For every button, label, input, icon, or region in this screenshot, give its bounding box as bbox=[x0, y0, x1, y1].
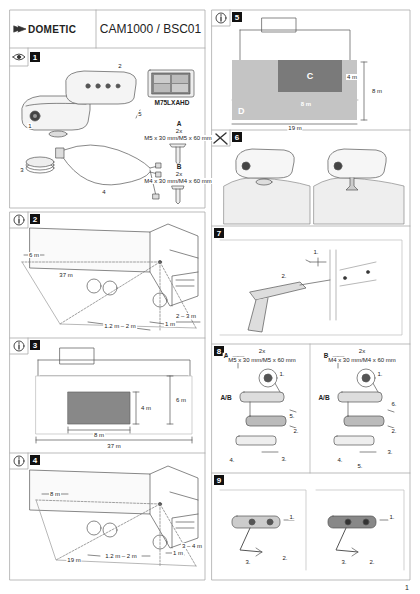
dimension-label: 2x bbox=[258, 348, 266, 354]
dimension-label: 2. bbox=[281, 555, 288, 561]
dimension-label: 3. bbox=[280, 456, 287, 462]
step-number-box: 2 bbox=[30, 214, 40, 224]
dimension-label: 2. bbox=[280, 273, 287, 279]
node-text: 4 bbox=[33, 456, 37, 465]
dimension-label: 1. bbox=[388, 514, 395, 520]
dimension-label: 1.2 m – 2 m bbox=[103, 323, 137, 329]
node-text: C bbox=[307, 71, 314, 81]
node-text: 6 bbox=[235, 133, 239, 142]
dimension-label: 1. bbox=[278, 371, 285, 377]
dimension-label: M5 x 30 mm/M5 x 60 mm bbox=[143, 135, 213, 141]
part-label: M75LXAHD bbox=[153, 100, 190, 107]
dimension-label: 2x bbox=[175, 171, 183, 177]
dimension-label: 4. bbox=[228, 457, 235, 463]
dimension-label: 3. bbox=[386, 449, 393, 455]
dimension-label: 6 m bbox=[175, 397, 187, 403]
step-number-box: 9 bbox=[214, 475, 224, 485]
coverage-area: DC bbox=[232, 60, 357, 120]
dimension-label: 8 m bbox=[301, 101, 311, 107]
dimension-label: 5 bbox=[137, 111, 142, 117]
dimension-label: 3 bbox=[19, 167, 24, 173]
dimension-label: 2x bbox=[358, 348, 366, 354]
dimension-label: 1. bbox=[288, 514, 295, 520]
node-text: 3 bbox=[33, 341, 37, 350]
dimension-label: 2 bbox=[117, 63, 122, 69]
node-text: 2 bbox=[33, 215, 37, 224]
node-text: 5 bbox=[235, 13, 239, 22]
header-box: DOMETIC bbox=[10, 10, 96, 48]
dimension-label: 37 m bbox=[58, 272, 73, 278]
step-number-box: 5 bbox=[232, 12, 242, 22]
node-text: 1 bbox=[33, 53, 37, 62]
dimension-label: 3. bbox=[340, 559, 347, 565]
dimension-label: 5. bbox=[356, 463, 363, 469]
dimension-label: M4 x 30 mm/M4 x 60 mm bbox=[327, 357, 397, 363]
step-number-box: 6 bbox=[232, 132, 242, 142]
dimension-label: 6 m bbox=[28, 252, 40, 258]
node-text: DOMETIC bbox=[28, 24, 76, 35]
dimension-label: 1 m bbox=[164, 321, 176, 327]
node-text: 8 bbox=[217, 347, 221, 356]
dimension-label: 19 m bbox=[287, 125, 302, 131]
dimension-label: 19 m bbox=[66, 557, 81, 563]
dimension-label: 8 m bbox=[93, 432, 105, 438]
dimension-label: 8 m bbox=[49, 491, 61, 497]
dimension-label: 37 m bbox=[106, 443, 121, 449]
dimension-label: 1.2 m – 2 m bbox=[104, 553, 138, 559]
part-label: B bbox=[176, 164, 183, 171]
node-text: 9 bbox=[217, 476, 221, 485]
step-number-box: 4 bbox=[30, 455, 40, 465]
dimension-label: 2. bbox=[390, 428, 397, 434]
step-number-box: 1 bbox=[30, 52, 40, 62]
dimension-label: 6. bbox=[390, 401, 397, 407]
node-text: CAM1000 / BSC01 bbox=[100, 22, 201, 36]
dimension-label: M4 x 30 mm/M4 x 60 mm bbox=[143, 178, 213, 184]
part-label: A/B bbox=[317, 395, 330, 402]
dimension-label: 4. bbox=[336, 457, 343, 463]
dimension-label: 5. bbox=[288, 413, 295, 419]
dimension-label: 4 m bbox=[140, 405, 152, 411]
dimension-label: 4 bbox=[101, 189, 106, 195]
dimension-label: 2. bbox=[292, 428, 299, 434]
step-number-box: 3 bbox=[30, 340, 40, 350]
dimension-label: 3. bbox=[244, 559, 251, 565]
dimension-label: 1. bbox=[312, 249, 319, 255]
node-text: D bbox=[238, 106, 245, 116]
dimension-label: M5 x 30 mm/M5 x 60 mm bbox=[227, 357, 297, 363]
dimension-label: 2x bbox=[175, 128, 183, 134]
dimension-label: 2. bbox=[368, 559, 375, 565]
dimension-label: 3 – 4 m bbox=[181, 543, 203, 549]
dimension-label: 8 m bbox=[371, 88, 383, 94]
coverage-area: C bbox=[278, 60, 342, 92]
node-text: 7 bbox=[217, 229, 221, 238]
header-box: CAM1000 / BSC01 bbox=[96, 10, 205, 48]
dimension-label: 1 m bbox=[172, 550, 184, 556]
dimension-label: 1 bbox=[404, 584, 410, 591]
part-label: A/B bbox=[219, 395, 232, 402]
dimension-label: 1 bbox=[27, 123, 32, 129]
dimension-label: 4 m bbox=[346, 74, 358, 80]
dimension-label: 2 – 3 m bbox=[175, 313, 197, 319]
dimension-label: 1. bbox=[376, 371, 383, 377]
step-number-box: 7 bbox=[214, 228, 224, 238]
part-label: A bbox=[176, 121, 183, 128]
